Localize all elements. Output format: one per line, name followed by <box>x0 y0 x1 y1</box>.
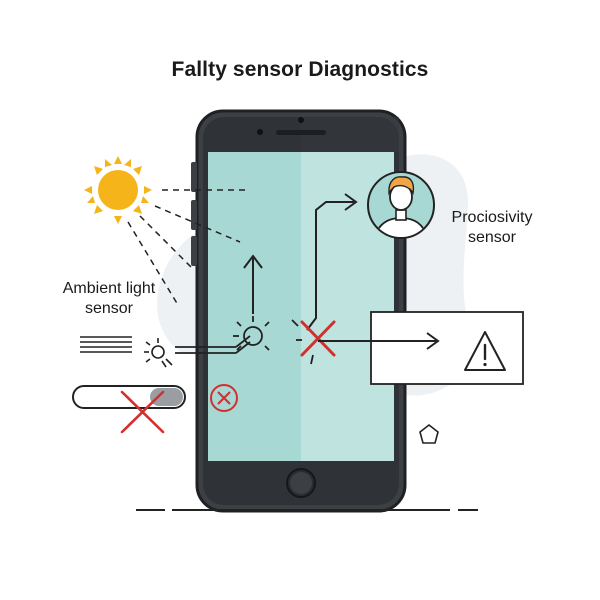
ambient-label-line2: sensor <box>84 300 134 317</box>
proximity-sensor-label: Prociosivity sensor <box>426 208 558 248</box>
route-arrow <box>306 193 358 331</box>
toggle-switch[interactable] <box>72 385 186 409</box>
speed-lines <box>80 336 132 353</box>
light-sensor-icon <box>233 316 270 351</box>
sensor-wire <box>175 335 251 354</box>
side-button <box>191 236 197 266</box>
cross-icon <box>120 390 165 434</box>
phone <box>191 109 407 513</box>
proximity-label-line2: sensor <box>467 229 517 246</box>
ambient-label-line1: Ambient light <box>62 280 156 297</box>
side-button <box>191 200 197 230</box>
ambient-light-sensor-label: Ambient light sensor <box>40 279 178 319</box>
background-blob-left <box>157 230 200 355</box>
proximity-failure-cross <box>291 319 336 365</box>
error-circle-icon <box>210 384 238 412</box>
sun-icon <box>84 156 152 224</box>
warning-icon <box>464 331 506 371</box>
earpiece <box>276 130 326 135</box>
proximity-dot <box>298 117 304 123</box>
up-arrow <box>243 254 263 314</box>
pentagon-icon <box>419 423 439 444</box>
front-camera <box>257 129 263 135</box>
light-sensor-icon <box>144 338 173 368</box>
avatar-icon <box>367 171 435 239</box>
warning-panel <box>370 311 524 385</box>
proximity-label-line1: Prociosivity <box>451 209 533 226</box>
diagram-title: Fallty sensor Diagnostics <box>171 58 429 81</box>
light-rays <box>127 189 248 306</box>
side-button <box>191 162 197 192</box>
